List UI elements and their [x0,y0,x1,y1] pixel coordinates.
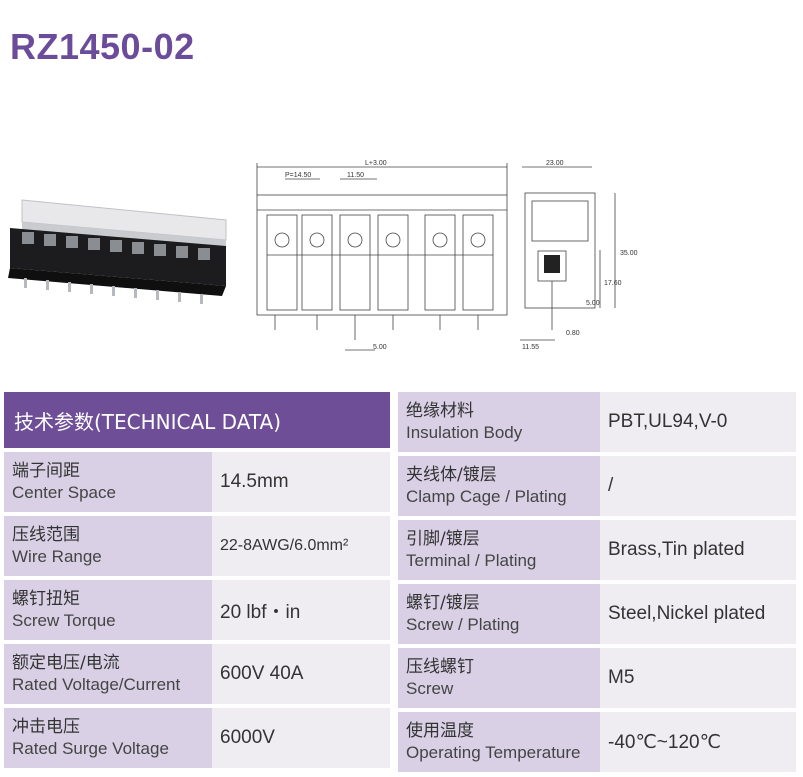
front-view-drawing: L+3.00 P=14.50 11.50 5.00 [256,160,508,351]
dim-pitch: P=14.50 [285,172,311,179]
dim-length: L+3.00 [365,160,387,167]
dim-side-mid: 17.60 [604,280,622,287]
dim-side-height: 35.00 [620,250,638,257]
dim-gap: 11.50 [347,172,364,179]
dim-bottom: 5.00 [373,344,387,351]
product-title: RZ1450-02 [10,26,195,67]
product-photo [8,199,227,304]
dim-side-offset: 11.55 [522,344,539,351]
dim-side-pin: 5.00 [586,300,600,307]
table-header: 技术参数(TECHNICAL DATA) [4,392,390,448]
dim-side-width: 23.00 [546,160,564,167]
dim-side-pin-w: 0.80 [566,330,580,337]
side-view-drawing: 23.00 35.00 17.60 5.00 0.80 11.55 [520,160,638,351]
